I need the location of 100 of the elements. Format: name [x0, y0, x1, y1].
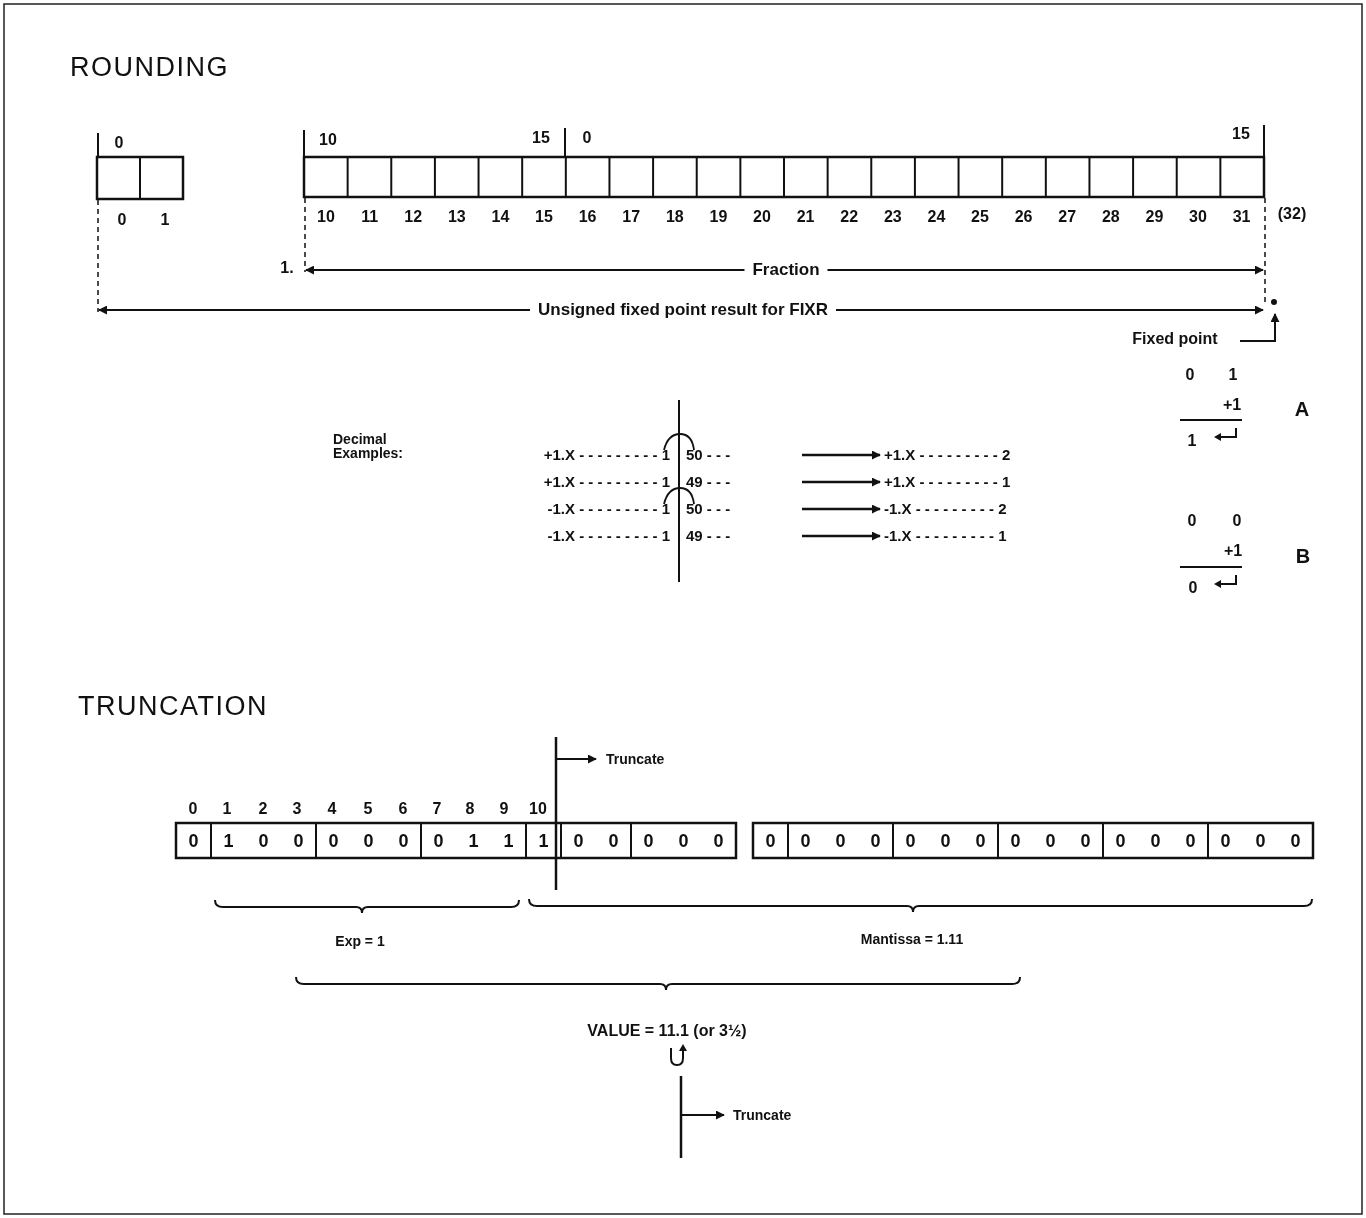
bit-number: 4 [327, 801, 337, 817]
bit-value: 0 [678, 832, 689, 850]
example-row: +1.X - - - - - - - - - 2 [884, 444, 1080, 466]
field-value: Mantissa = 1.11 [860, 932, 964, 946]
example-row: +1.X - - - - - - - - - 1 [884, 471, 1080, 493]
bit-value: 0 [835, 832, 846, 850]
section-title: ROUNDING [70, 53, 229, 81]
digit: 0 [1188, 580, 1198, 596]
arrow [802, 531, 881, 541]
bit-number: 17 [622, 209, 641, 225]
bit-value: 0 [1290, 832, 1301, 850]
integer-bit-label: 1. [280, 260, 294, 276]
bit-number: 21 [796, 209, 815, 225]
example-text: +1.X - - - - - - - - - 1 [543, 472, 670, 492]
arrow [802, 504, 881, 514]
bit-value: 0 [1080, 832, 1091, 850]
bit-number: 0 [582, 130, 592, 146]
bit-number: 9 [499, 801, 509, 817]
bit-number: 8 [465, 801, 475, 817]
bit-number: 5 [363, 801, 373, 817]
bit-value: 0 [800, 832, 811, 850]
bit-number: 18 [665, 209, 684, 225]
bit-value: 0 [713, 832, 724, 850]
case-label: A [1294, 399, 1310, 419]
bit-value: 0 [1185, 832, 1196, 850]
example-text: 50 - - - [686, 499, 731, 519]
bit-value: 0 [870, 832, 881, 850]
bit-number: 0 [188, 801, 198, 817]
bit-number: 28 [1101, 209, 1120, 225]
bit-number: 23 [883, 209, 902, 225]
example-text: 49 - - - [686, 472, 731, 492]
dimension-label: Fraction [744, 260, 828, 278]
bit-value: 0 [1220, 832, 1231, 850]
bit-value: 0 [975, 832, 986, 850]
digit: 0 [1187, 513, 1197, 529]
bit-number: 30 [1189, 209, 1207, 225]
bit-number: 26 [1014, 209, 1033, 225]
bit-number: 10 [529, 801, 547, 817]
bit-value: 1 [503, 832, 514, 850]
example-text: 50 - - - [686, 445, 731, 465]
bit-value: 1 [468, 832, 479, 850]
example-text: +1.X - - - - - - - - - 1 [543, 445, 670, 465]
bit-number: 3 [292, 801, 302, 817]
digit: 1 [1187, 433, 1197, 449]
bit-number: 20 [753, 209, 771, 225]
bit-number: 16 [578, 209, 597, 225]
example-row: -1.X - - - - - - - - - 1 [884, 525, 1080, 547]
bit-number: 27 [1058, 209, 1077, 225]
example-text: -1.X - - - - - - - - - 1 [547, 499, 670, 519]
bit-number: 15 [1232, 126, 1250, 142]
bit-number: 29 [1145, 209, 1164, 225]
bit-number: 10 [319, 132, 337, 148]
bit-number: 31 [1232, 209, 1251, 225]
truncate-label: Truncate [733, 1108, 792, 1122]
bit-value: 0 [433, 832, 444, 850]
bit-number: (32) [1277, 206, 1307, 222]
bit-value: 0 [188, 832, 199, 850]
bit-value: 0 [258, 832, 269, 850]
bit-number: 0 [114, 135, 124, 151]
bit-value: 0 [765, 832, 776, 850]
digit: 1 [1228, 367, 1238, 383]
section-title: TRUNCATION [78, 692, 268, 720]
field-value: Exp = 1 [335, 934, 385, 948]
value-result: VALUE = 11.1 (or 3½) [587, 1023, 747, 1039]
bit-number: 19 [709, 209, 728, 225]
bit-value: 0 [398, 832, 409, 850]
bit-number: 12 [404, 209, 423, 225]
bit-value: 0 [1255, 832, 1266, 850]
bit-value: 0 [363, 832, 374, 850]
digit: 0 [1185, 367, 1195, 383]
bit-number: 15 [532, 130, 550, 146]
bit-number: 15 [535, 209, 553, 225]
bit-number: 1 [222, 801, 232, 817]
example-text: -1.X - - - - - - - - - 1 [547, 526, 670, 546]
bit-number: 25 [971, 209, 989, 225]
bit-value: 0 [293, 832, 304, 850]
bit-number: 24 [927, 209, 946, 225]
bit-number: 6 [398, 801, 408, 817]
bit-value: 0 [1150, 832, 1161, 850]
bit-number: 11 [361, 209, 379, 225]
bit-value: 1 [223, 832, 234, 850]
bit-number: 1 [160, 212, 170, 228]
example-text: 49 - - - [686, 526, 731, 546]
digit: 0 [1232, 513, 1242, 529]
bit-number: 10 [317, 209, 335, 225]
bit-value: 0 [573, 832, 584, 850]
bit-number: 22 [840, 209, 859, 225]
bit-value: 0 [328, 832, 339, 850]
addend: +1 [1222, 397, 1242, 413]
bit-number: 13 [447, 209, 466, 225]
bit-value: 1 [538, 832, 549, 850]
case-label: B [1295, 546, 1311, 566]
bit-number: 7 [432, 801, 442, 817]
row-heading: Decimal Examples: [333, 432, 405, 460]
bit-value: 0 [643, 832, 654, 850]
bit-value: 0 [905, 832, 916, 850]
truncate-label: Truncate [606, 752, 665, 766]
example-row: -1.X - - - - - - - - - 2 [884, 498, 1080, 520]
bit-value: 0 [1045, 832, 1056, 850]
bit-value: 0 [1010, 832, 1021, 850]
